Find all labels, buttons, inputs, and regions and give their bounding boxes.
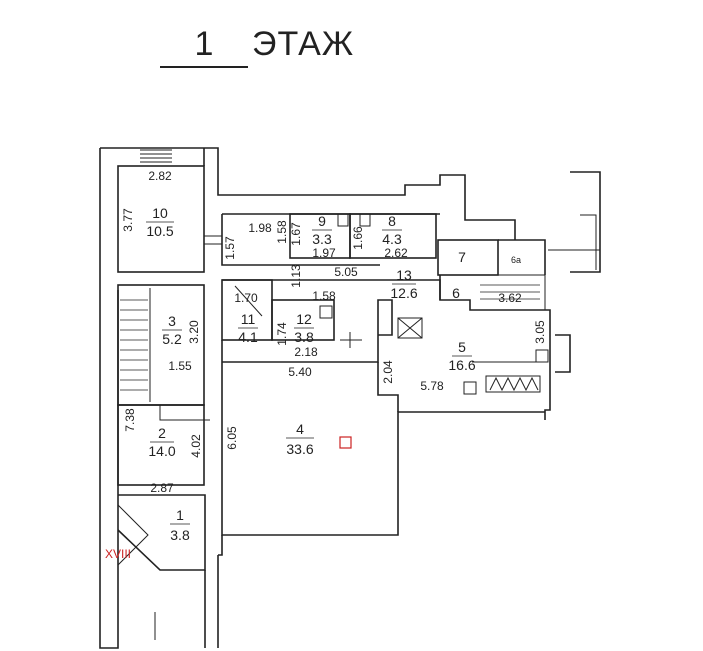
dimension-label: 1.67 — [289, 222, 303, 246]
fixtures — [319, 213, 549, 395]
dimension-label: 3.05 — [533, 320, 547, 344]
room-area: 3.8 — [294, 329, 314, 345]
radiator — [485, 375, 541, 393]
room-area: 4.3 — [382, 231, 402, 247]
dimension-label: 4.02 — [189, 434, 203, 458]
label-dividers — [146, 221, 472, 525]
room-number: 11 — [241, 311, 256, 327]
dimension-label: 1.13 — [289, 264, 303, 288]
dimension-label: 1.66 — [351, 226, 365, 250]
room-area: 33.6 — [286, 441, 313, 457]
room-number: 6а — [511, 255, 521, 265]
red-marker-icon — [339, 436, 352, 449]
room-area: 4.1 — [238, 329, 258, 345]
room-area: 16.6 — [448, 357, 475, 373]
radiator-zigzag-icon — [489, 376, 539, 392]
floor-label: ЭТАЖ — [252, 25, 355, 63]
dimension-label: 7.38 — [123, 408, 137, 432]
socket-icon — [535, 349, 549, 363]
dimension-label: 6.05 — [225, 426, 239, 450]
socket-icon — [359, 213, 371, 227]
dimension-label: 1.58 — [275, 220, 289, 244]
dimension-label: 1.97 — [312, 246, 336, 260]
dimension-label: 1.74 — [275, 322, 289, 346]
ventilation-shaft — [397, 317, 423, 339]
room-number: 2 — [158, 425, 166, 441]
dimension-label: 5.05 — [334, 265, 358, 279]
dimension-labels: 2.82 3.77 1.98 1.57 1.58 1.67 1.97 1.66 … — [121, 169, 547, 495]
dimension-label: 3.77 — [121, 208, 135, 232]
dimension-label: 1.70 — [234, 291, 258, 305]
room-number: 9 — [318, 213, 326, 229]
section-marker: XVIII — [105, 547, 131, 561]
room-number: 8 — [388, 213, 396, 229]
walls — [99, 147, 601, 649]
dimension-label: 1.58 — [312, 289, 336, 303]
vent-cross-icon — [397, 317, 423, 339]
dimension-label: 5.78 — [420, 379, 444, 393]
dimension-label: 2.18 — [294, 345, 318, 359]
floor-title: 1 ЭТАЖ — [160, 22, 420, 72]
room-labels: 10 10.5 9 3.3 8 4.3 7 13 12.6 6 3 5.2 11… — [146, 205, 521, 543]
room-number: 1 — [176, 507, 184, 523]
dimension-label: 2.87 — [150, 481, 174, 495]
dimension-label: 5.40 — [288, 365, 312, 379]
room-area: 3.3 — [312, 231, 332, 247]
dimension-label: 2.04 — [381, 360, 395, 384]
dimension-label: 1.98 — [248, 221, 272, 235]
room-area: 12.6 — [390, 285, 417, 301]
room-area: 10.5 — [146, 223, 173, 239]
room-number: 10 — [152, 205, 168, 221]
room-number: 12 — [296, 311, 312, 327]
socket-icon — [337, 213, 349, 227]
dimension-label: 1.57 — [223, 236, 237, 260]
room-number: 5 — [458, 339, 466, 355]
dimension-label: 1.55 — [168, 359, 192, 373]
dimension-label: 3.62 — [498, 291, 522, 305]
room-number: 7 — [458, 249, 466, 265]
dimension-label: 2.82 — [148, 169, 172, 183]
socket-icon — [463, 381, 477, 395]
room-number: 6 — [452, 285, 460, 301]
room-area: 14.0 — [148, 443, 175, 459]
socket-icon — [319, 305, 333, 319]
room-area: 5.2 — [162, 331, 182, 347]
room-number: 13 — [396, 267, 412, 283]
room-area: 3.8 — [170, 527, 190, 543]
room-number: 3 — [168, 313, 176, 329]
floor-number: 1 — [160, 22, 248, 68]
room-number: 4 — [296, 421, 304, 437]
dimension-label: 2.62 — [384, 246, 408, 260]
dimension-label: 3.20 — [187, 320, 201, 344]
